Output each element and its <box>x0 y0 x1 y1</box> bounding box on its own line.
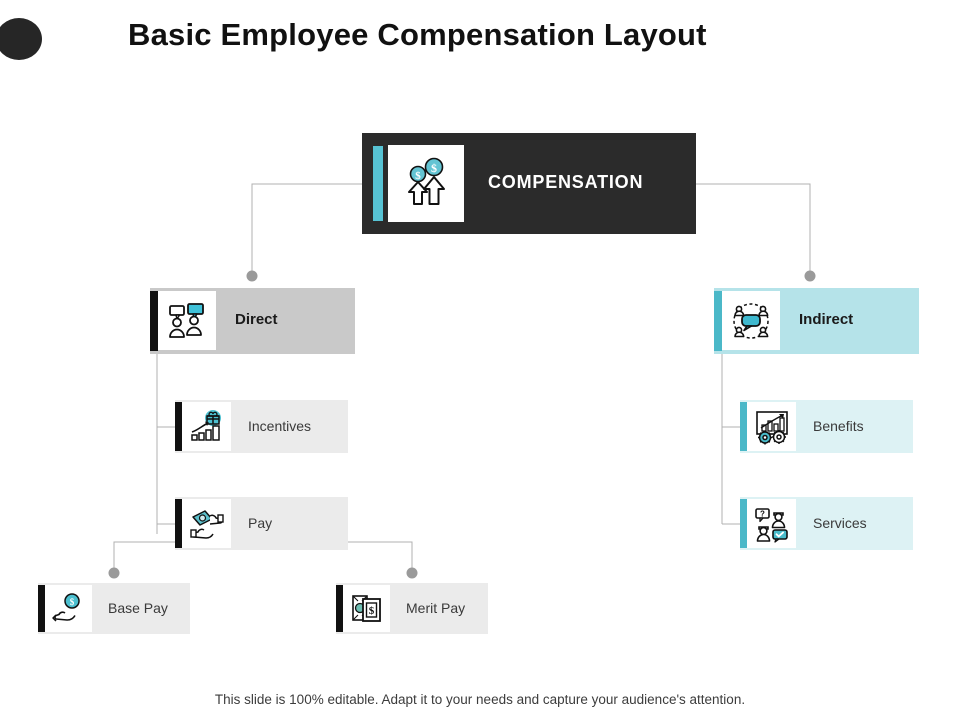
node-accent-bar <box>740 402 747 451</box>
edge-compensation-direct <box>251 183 362 272</box>
support-people-chat-icon: ? <box>747 499 796 548</box>
svg-text:$: $ <box>368 605 374 617</box>
edge-compensation-indirect <box>696 183 811 272</box>
node-accent-bar <box>740 499 747 548</box>
node-direct[interactable]: Direct <box>150 288 355 354</box>
connector-dot-base-pay <box>108 567 120 579</box>
edge-pay-merit-pay <box>348 541 413 568</box>
two-people-speech-bubbles-icon <box>158 291 216 350</box>
node-label: COMPENSATION <box>488 172 644 192</box>
slide-footer-note: This slide is 100% editable. Adapt it to… <box>214 692 746 707</box>
node-accent-bar <box>714 291 722 351</box>
svg-text:$: $ <box>69 597 74 607</box>
node-indirect[interactable]: Indirect <box>714 288 919 354</box>
node-label: Merit Pay <box>406 600 466 616</box>
hand-holding-dollar-coin-icon: $ <box>45 585 92 632</box>
node-accent-bar <box>38 585 45 632</box>
node-accent-bar <box>336 585 343 632</box>
node-label: Incentives <box>248 418 312 434</box>
chart-with-gears-icon <box>747 402 796 451</box>
node-base-pay[interactable]: $ Base Pay <box>38 583 190 634</box>
node-accent-bar <box>175 402 182 451</box>
node-label: Indirect <box>799 311 854 328</box>
black-ellipse-bullet-icon <box>0 18 42 60</box>
svg-text:$: $ <box>431 161 437 175</box>
node-incentives[interactable]: Incentives <box>175 400 348 453</box>
node-accent-bar <box>175 499 182 548</box>
hands-exchanging-money-icon <box>182 499 231 548</box>
node-label: Pay <box>248 515 273 531</box>
node-label: Services <box>813 515 867 531</box>
node-label: Benefits <box>813 418 864 434</box>
node-label: Base Pay <box>108 600 168 616</box>
node-compensation[interactable]: $ $ COMPENSATION <box>362 133 696 234</box>
node-label: Direct <box>235 311 278 328</box>
node-pay[interactable]: Pay <box>175 497 348 550</box>
arrows-up-with-dollar-coins-icon: $ $ <box>388 145 464 222</box>
node-accent-bar <box>150 291 158 351</box>
edge-pay-base-pay <box>113 541 175 568</box>
node-benefits[interactable]: Benefits <box>740 400 913 453</box>
connector-dot-indirect <box>804 270 816 282</box>
node-accent-bar <box>373 146 383 221</box>
connector-dot-direct <box>246 270 258 282</box>
node-services[interactable]: ? Services <box>740 497 913 550</box>
svg-text:?: ? <box>760 509 765 518</box>
node-merit-pay[interactable]: $ Merit Pay <box>336 583 488 634</box>
gift-growth-chart-icon <box>182 402 231 451</box>
slide-header: Basic Employee Compensation Layout <box>0 0 960 95</box>
page-title: Basic Employee Compensation Layout <box>128 17 707 52</box>
team-circle-speech-bubble-icon <box>722 291 780 350</box>
banknotes-dollar-icon: $ <box>343 585 390 632</box>
connector-dot-merit-pay <box>406 567 418 579</box>
svg-text:$: $ <box>415 170 421 182</box>
